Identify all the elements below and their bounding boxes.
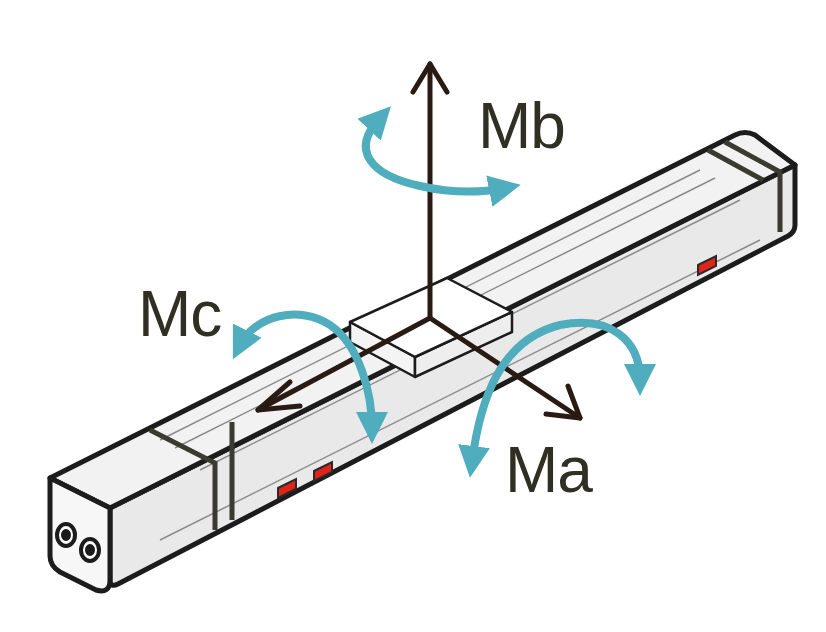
actuator-body — [50, 133, 795, 591]
body-grooves — [160, 170, 760, 540]
end-ports — [57, 524, 99, 561]
indicator-lamps — [278, 256, 716, 498]
end-cap-bands — [150, 142, 780, 530]
moment-label: Ma — [505, 438, 592, 502]
axes — [258, 64, 580, 418]
moment-label: Mb — [478, 94, 565, 158]
moment-arrows — [240, 118, 640, 462]
moment-label: Mc — [138, 282, 221, 346]
